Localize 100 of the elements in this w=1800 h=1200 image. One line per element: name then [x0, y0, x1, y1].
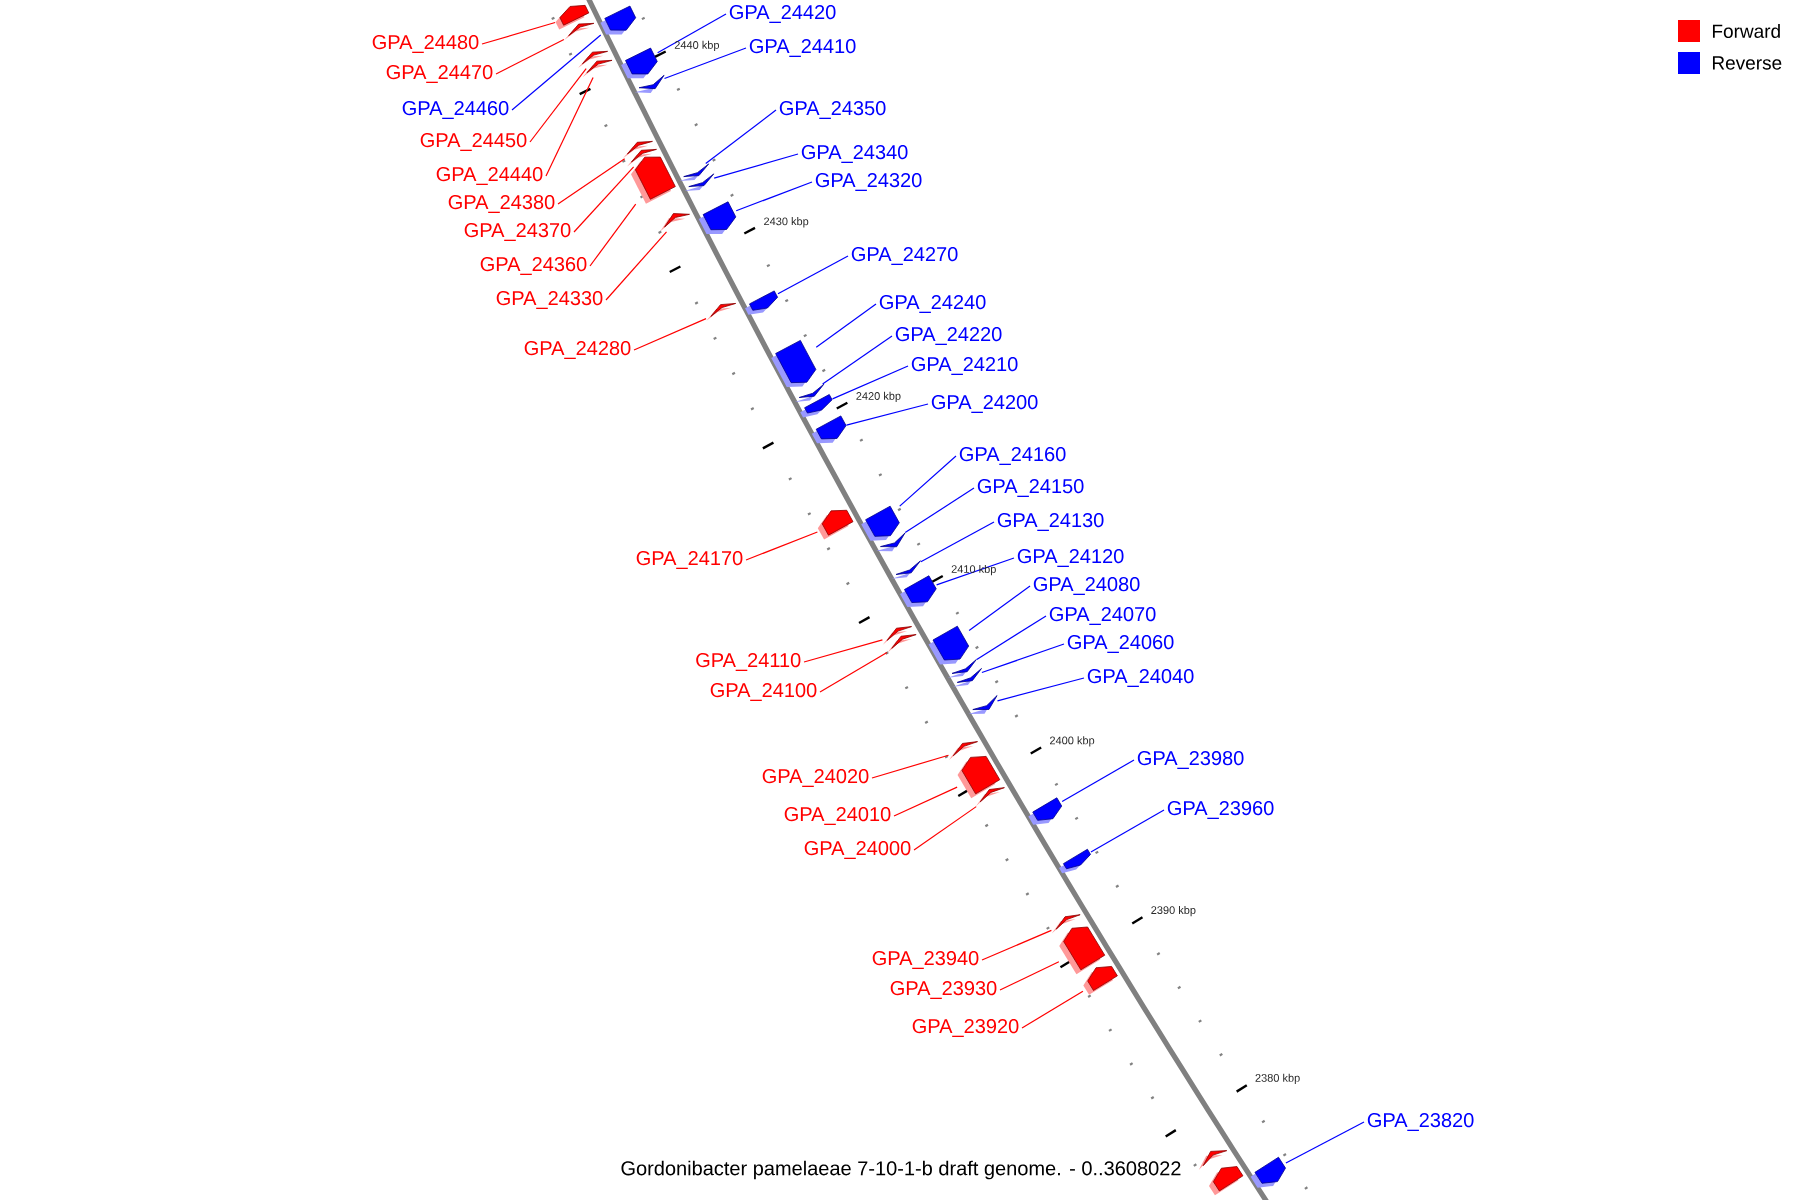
- gene-label: GPA_24200: [931, 395, 1038, 413]
- gene-block: [1059, 848, 1091, 874]
- legend-label: Reverse: [1713, 56, 1782, 70]
- gene-block: [1250, 1156, 1286, 1188]
- leader-line: [495, 38, 565, 75]
- leader-line: [589, 203, 637, 267]
- gene-block: [1083, 966, 1118, 995]
- gene-block: [800, 394, 833, 418]
- gene-label: GPA_24280: [524, 341, 631, 359]
- map-title: Gordonibacter pamelaeae 7-10-1-b draft genome. - 0..3608022: [621, 1160, 1181, 1180]
- leader-line: [999, 961, 1060, 991]
- leader-line: [777, 255, 849, 295]
- gene-label: GPA_24080: [1033, 577, 1140, 595]
- gene-block: [698, 201, 737, 235]
- leader-line: [871, 754, 950, 779]
- leader-line: [545, 76, 594, 177]
- gene-block: [882, 626, 912, 645]
- gene-label: GPA_23980: [1137, 751, 1244, 769]
- gene-label: GPA_23820: [1367, 1113, 1474, 1131]
- gene-label: GPA_24320: [815, 173, 922, 191]
- gene-block: [876, 532, 906, 552]
- gene-label: GPA_24130: [997, 513, 1104, 531]
- leader-line: [822, 335, 893, 385]
- leader-line: [745, 531, 818, 561]
- gene-block: [684, 173, 715, 191]
- gene-label: GPA_24110: [696, 653, 801, 671]
- leader-line: [735, 181, 813, 212]
- gene-label: GPA_24070: [1049, 607, 1156, 625]
- leader-line: [481, 21, 556, 45]
- gene-label: GPA_23940: [872, 951, 979, 969]
- gene-block: [1051, 914, 1081, 934]
- gene-label: GPA_24040: [1087, 669, 1194, 687]
- gene-block: [745, 290, 778, 315]
- gene-label: GPA_24480: [372, 35, 479, 53]
- gene-label: GPA_24220: [895, 327, 1002, 345]
- gene-block: [947, 659, 977, 678]
- gene-label: GPA_24410: [749, 39, 856, 57]
- leader-line: [529, 67, 587, 143]
- gene-block: [1028, 797, 1063, 825]
- leader-line: [573, 166, 635, 233]
- gene-label: GPA_24100: [710, 683, 817, 701]
- leader-line: [815, 303, 877, 348]
- gene-label: GPA_24380: [448, 195, 555, 213]
- gene-block: [957, 756, 1001, 799]
- gene-label: GPA_24170: [636, 551, 743, 569]
- leader-line: [976, 615, 1047, 660]
- gene-block: [679, 163, 710, 181]
- leader-line: [831, 365, 909, 400]
- leader-line: [913, 806, 977, 851]
- leader-line: [663, 47, 747, 80]
- gene-label: GPA_24330: [496, 291, 603, 309]
- gene-label: GPA_24350: [779, 101, 886, 119]
- gene-label: GPA_24370: [464, 223, 571, 241]
- leader-line: [893, 786, 958, 817]
- leader-line: [1090, 809, 1165, 853]
- gene-block: [627, 149, 657, 167]
- leader-line: [803, 639, 883, 663]
- gene-label: GPA_24460: [402, 101, 509, 119]
- leader-line: [705, 109, 777, 165]
- gene-block: [968, 695, 998, 714]
- gene-block: [794, 383, 825, 402]
- gene-label: GPA_24020: [762, 769, 869, 787]
- gene-label: GPA_23960: [1167, 801, 1274, 819]
- leader-line: [899, 455, 957, 507]
- gene-block: [660, 213, 690, 232]
- gene-block: [948, 741, 978, 761]
- leader-line: [605, 231, 668, 301]
- gene-block: [634, 74, 665, 94]
- gene-block: [600, 5, 637, 35]
- leader-line: [981, 643, 1065, 674]
- gene-block: [952, 668, 982, 687]
- gene-block: [1198, 1150, 1228, 1171]
- gene-block: [706, 303, 737, 321]
- leader-line: [920, 521, 995, 563]
- legend-label: Forward: [1713, 24, 1780, 38]
- leader-line: [1285, 1121, 1365, 1164]
- gene-label: GPA_24240: [879, 295, 986, 313]
- gene-block: [817, 509, 854, 540]
- gene-label: GPA_24450: [420, 133, 527, 151]
- leader-line: [904, 487, 975, 534]
- leader-line: [657, 13, 727, 54]
- leader-line: [819, 651, 888, 693]
- leader-line: [633, 318, 707, 351]
- gene-label: GPA_23930: [890, 981, 997, 999]
- gene-block: [1059, 926, 1106, 975]
- gene-label: GPA_24420: [729, 5, 836, 23]
- leader-line: [996, 677, 1085, 702]
- gene-label: GPA_24340: [801, 145, 908, 163]
- gene-block: [564, 22, 595, 41]
- gene-block: [891, 560, 921, 579]
- gene-label: GPA_24270: [851, 247, 958, 265]
- leader-line: [511, 34, 602, 111]
- gene-block: [623, 141, 653, 159]
- gene-block: [631, 156, 676, 204]
- gene-label: GPA_24060: [1067, 635, 1174, 653]
- leader-line: [713, 153, 799, 179]
- gene-label: GPA_24210: [911, 357, 1018, 375]
- gene-block: [811, 415, 847, 444]
- leader-line: [845, 403, 929, 426]
- gene-label: GPA_24010: [784, 807, 891, 825]
